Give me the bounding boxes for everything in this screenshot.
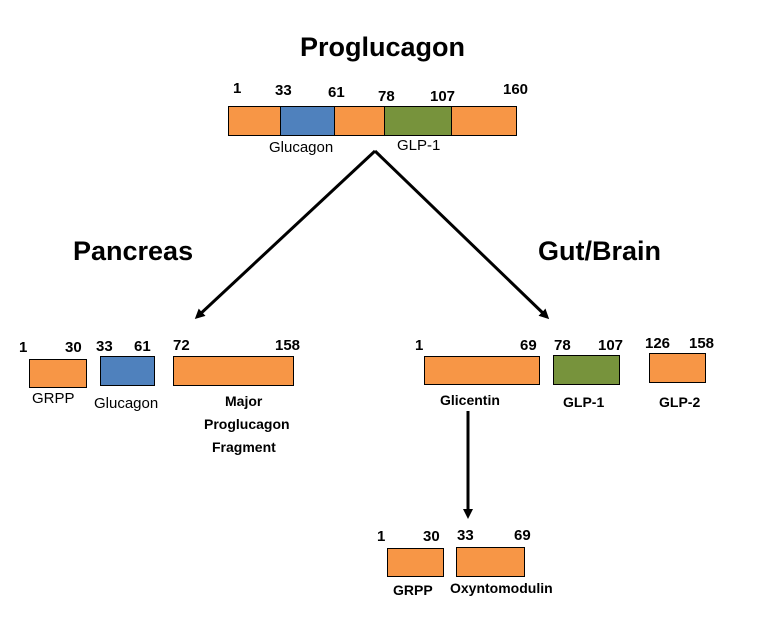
glicentin-end: 69 — [520, 337, 537, 354]
proglucagon-glp1-label: GLP-1 — [397, 137, 441, 154]
proglucagon-segment-grpp — [228, 106, 281, 136]
product-grpp-end: 30 — [423, 528, 440, 545]
pancreas-grpp-label: GRPP — [32, 390, 75, 407]
gut-glp2-box — [649, 353, 706, 383]
glucagon-end: 61 — [134, 338, 151, 355]
mpgf-label-line-2: Proglucagon — [204, 416, 290, 432]
position-label: 160 — [503, 81, 529, 98]
mpgf-start: 72 — [173, 337, 190, 354]
position-label: 107 — [430, 88, 456, 105]
gut-glp2-label: GLP-2 — [659, 394, 701, 410]
product-oxm-box — [456, 547, 525, 577]
grpp-end: 30 — [65, 339, 82, 356]
glucagon-start: 33 — [96, 338, 113, 355]
gut-glp1-box — [553, 355, 620, 385]
pancreas-glucagon-box — [100, 356, 155, 386]
product-grpp-start: 1 — [377, 528, 386, 545]
gut-glp2-start: 126 — [645, 335, 671, 352]
proglucagon-segment-tail — [451, 106, 517, 136]
pancreas-mpgf-box — [173, 356, 294, 386]
proglucagon-glucagon-label: Glucagon — [269, 139, 334, 156]
pancreas-title: Pancreas — [73, 236, 194, 266]
position-label: 33 — [275, 82, 292, 99]
product-grpp-box — [387, 548, 444, 577]
glicentin-start: 1 — [415, 337, 424, 354]
pancreas-glucagon-label: Glucagon — [94, 395, 159, 412]
position-label: 1 — [233, 80, 242, 97]
position-label: 78 — [378, 88, 395, 105]
gut-glp1-start: 78 — [554, 337, 571, 354]
product-oxm-end: 69 — [514, 527, 531, 544]
product-oxm-label: Oxyntomodulin — [450, 580, 553, 596]
product-oxm-start: 33 — [457, 527, 474, 544]
arrow-to-pancreas — [194, 149, 377, 320]
proglucagon-segment-glp1 — [384, 106, 452, 136]
arrow-to-gut-brain — [373, 149, 550, 320]
mpgf-label-line-3: Fragment — [212, 439, 276, 455]
position-label: 61 — [328, 84, 345, 101]
gut-glp1-label: GLP-1 — [563, 394, 605, 410]
mpgf-end: 158 — [275, 337, 301, 354]
gut-glicentin-box — [424, 356, 540, 385]
pancreas-grpp-box — [29, 359, 87, 388]
proglucagon-title: Proglucagon — [300, 32, 466, 62]
proglucagon-segment-ip1 — [334, 106, 385, 136]
grpp-start: 1 — [19, 339, 28, 356]
product-grpp-label: GRPP — [393, 582, 433, 598]
gut-glp2-end: 158 — [689, 335, 715, 352]
gut-glicentin-label: Glicentin — [440, 392, 500, 408]
mpgf-label-line-1: Major — [225, 393, 263, 409]
gut-brain-title: Gut/Brain — [538, 236, 662, 266]
proglucagon-segment-glucagon — [280, 106, 335, 136]
gut-glp1-end: 107 — [598, 337, 624, 354]
